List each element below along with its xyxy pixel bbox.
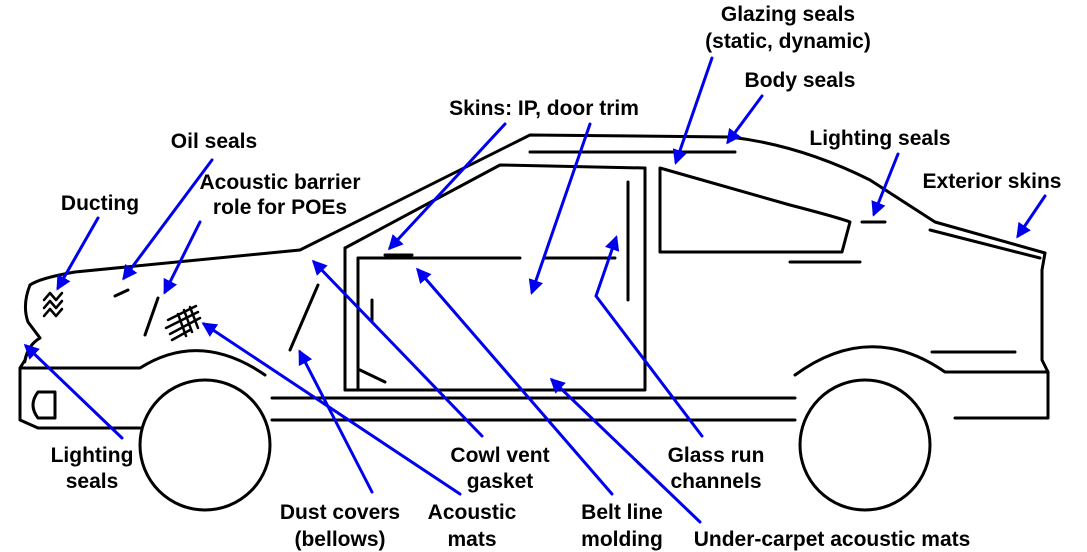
- headlight: [31, 390, 57, 420]
- leader-lighting-seals-rear: [871, 152, 900, 217]
- label-glass-run-1: Glass run: [668, 444, 765, 467]
- leader-acoustic-barrier: [163, 220, 202, 295]
- label-exterior-skins: Exterior skins: [923, 170, 1062, 193]
- car-outline: [18, 133, 1050, 512]
- leader-belt-line: [416, 267, 614, 496]
- acoustic-mat-hatch: [164, 304, 202, 342]
- leader-exterior-skins: [1016, 194, 1047, 239]
- label-cowl-vent-2: gasket: [467, 470, 534, 493]
- label-lighting-seals-rear: Lighting seals: [809, 127, 950, 150]
- label-acoustic-barrier-2: role for POEs: [213, 196, 347, 219]
- leader-dust-covers: [298, 349, 374, 494]
- label-glazing-seals-2: (static, dynamic): [705, 30, 871, 53]
- label-cowl-vent-1: Cowl vent: [450, 444, 549, 467]
- leader-ducting: [56, 216, 100, 291]
- rear-window: [658, 166, 852, 254]
- label-dust-covers-1: Dust covers: [280, 501, 400, 524]
- front-door: [343, 166, 647, 392]
- leader-glass-run-1: [594, 235, 704, 438]
- hood-dash-2: [143, 296, 160, 337]
- label-glass-run-2: channels: [670, 470, 761, 493]
- label-acoustic-barrier-1: Acoustic barrier: [199, 171, 360, 194]
- leader-under-carpet: [549, 377, 702, 524]
- leader-skins-ip-1: [387, 122, 507, 251]
- leader-oil-seals: [122, 158, 214, 281]
- kick-panel: [358, 368, 387, 384]
- car-body-top: [28, 133, 1047, 287]
- label-belt-line-2: molding: [581, 528, 663, 551]
- label-ducting: Ducting: [61, 192, 139, 215]
- rocker-panel: [270, 396, 797, 422]
- rear-deck-line: [928, 228, 1042, 260]
- label-glazing-seals-1: Glazing seals: [721, 3, 855, 26]
- lower-body-front: [18, 349, 267, 377]
- leader-body-seals: [726, 94, 764, 145]
- leader-acoustic-mats: [201, 322, 462, 496]
- ducting-zigzag: [42, 291, 64, 318]
- car-rear: [953, 251, 1050, 420]
- label-lighting-seals-front-2: seals: [66, 470, 119, 493]
- hood-dash-1: [113, 288, 130, 298]
- leader-lines: [23, 56, 1047, 524]
- label-body-seals: Body seals: [745, 69, 856, 92]
- lower-body-rear: [793, 345, 1050, 377]
- rear-wheel: [798, 378, 932, 512]
- label-dust-covers-2: (bellows): [294, 528, 385, 551]
- cowl-line: [288, 283, 320, 352]
- leader-skins-ip-2: [528, 122, 592, 295]
- labels: Glazing seals (static, dynamic) Body sea…: [51, 3, 1062, 551]
- label-acoustic-mats-2: mats: [447, 528, 496, 551]
- a-pillar: [343, 163, 647, 250]
- leader-cowl-vent: [311, 259, 484, 438]
- label-under-carpet: Under-carpet acoustic mats: [694, 528, 971, 551]
- leader-lighting-seals-front: [23, 343, 124, 440]
- front-wheel: [138, 378, 272, 512]
- label-oil-seals: Oil seals: [171, 130, 257, 153]
- label-lighting-seals-front-1: Lighting: [51, 444, 134, 467]
- label-skins-ip: Skins: IP, door trim: [449, 97, 639, 120]
- leader-glazing-seals: [672, 56, 714, 165]
- label-acoustic-mats-1: Acoustic: [428, 501, 517, 524]
- label-belt-line-1: Belt line: [581, 501, 663, 524]
- a-pillar-inner: [343, 246, 360, 392]
